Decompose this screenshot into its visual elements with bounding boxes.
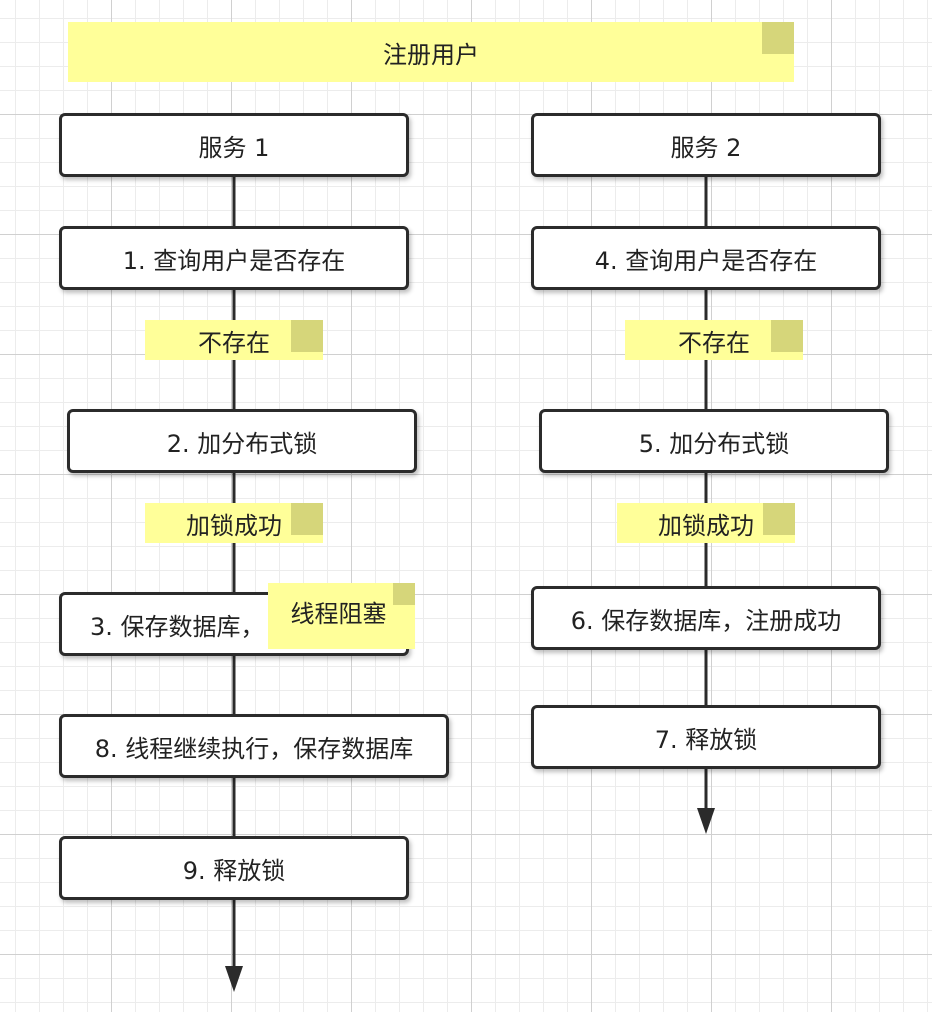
step-8-label: 8. 线程继续执行，保存数据库 bbox=[94, 734, 414, 763]
step-6-box[interactable]: 6. 保存数据库，注册成功 bbox=[531, 586, 881, 650]
flow-arrowhead-service-1 bbox=[225, 966, 243, 992]
service-2-lock-ok-note: 加锁成功 bbox=[617, 503, 795, 543]
service-1-lock-ok-note: 加锁成功 bbox=[145, 503, 323, 543]
step-7-box[interactable]: 7. 释放锁 bbox=[531, 705, 881, 769]
step-2-label: 2. 加分布式锁 bbox=[166, 429, 318, 458]
step-6-label: 6. 保存数据库，注册成功 bbox=[570, 606, 842, 635]
step-1-box[interactable]: 1. 查询用户是否存在 bbox=[59, 226, 409, 290]
service-2-not-exist-text: 不存在 bbox=[678, 328, 750, 357]
step-5-label: 5. 加分布式锁 bbox=[638, 429, 790, 458]
flow-arrowhead-service-2 bbox=[697, 808, 715, 834]
service-2-not-exist-note: 不存在 bbox=[625, 320, 803, 360]
service-1-header[interactable]: 服务 1 bbox=[59, 113, 409, 177]
service-1-not-exist-note: 不存在 bbox=[145, 320, 323, 360]
title-text: 注册用户 bbox=[383, 40, 479, 69]
step-7-label: 7. 释放锁 bbox=[654, 725, 758, 754]
service-1-not-exist-text: 不存在 bbox=[198, 328, 270, 357]
step-2-box[interactable]: 2. 加分布式锁 bbox=[67, 409, 417, 473]
service-2-header-label: 服务 2 bbox=[670, 133, 742, 162]
step-9-label: 9. 释放锁 bbox=[182, 856, 286, 885]
service-2-header[interactable]: 服务 2 bbox=[531, 113, 881, 177]
step-3-label: 3. 保存数据库， bbox=[90, 612, 265, 641]
service-1-lock-ok-text: 加锁成功 bbox=[186, 511, 282, 540]
step-4-box[interactable]: 4. 查询用户是否存在 bbox=[531, 226, 881, 290]
service-2-lock-ok-text: 加锁成功 bbox=[658, 511, 754, 540]
step-4-label: 4. 查询用户是否存在 bbox=[594, 246, 818, 275]
step-9-box[interactable]: 9. 释放锁 bbox=[59, 836, 409, 900]
thread-blocked-note: 线程阻塞 bbox=[268, 583, 415, 649]
step-5-box[interactable]: 5. 加分布式锁 bbox=[539, 409, 889, 473]
title-note: 注册用户 bbox=[68, 22, 794, 82]
step-1-label: 1. 查询用户是否存在 bbox=[122, 246, 346, 275]
step-8-box[interactable]: 8. 线程继续执行，保存数据库 bbox=[59, 714, 449, 778]
thread-blocked-text: 线程阻塞 bbox=[290, 599, 387, 628]
service-1-header-label: 服务 1 bbox=[198, 133, 270, 162]
